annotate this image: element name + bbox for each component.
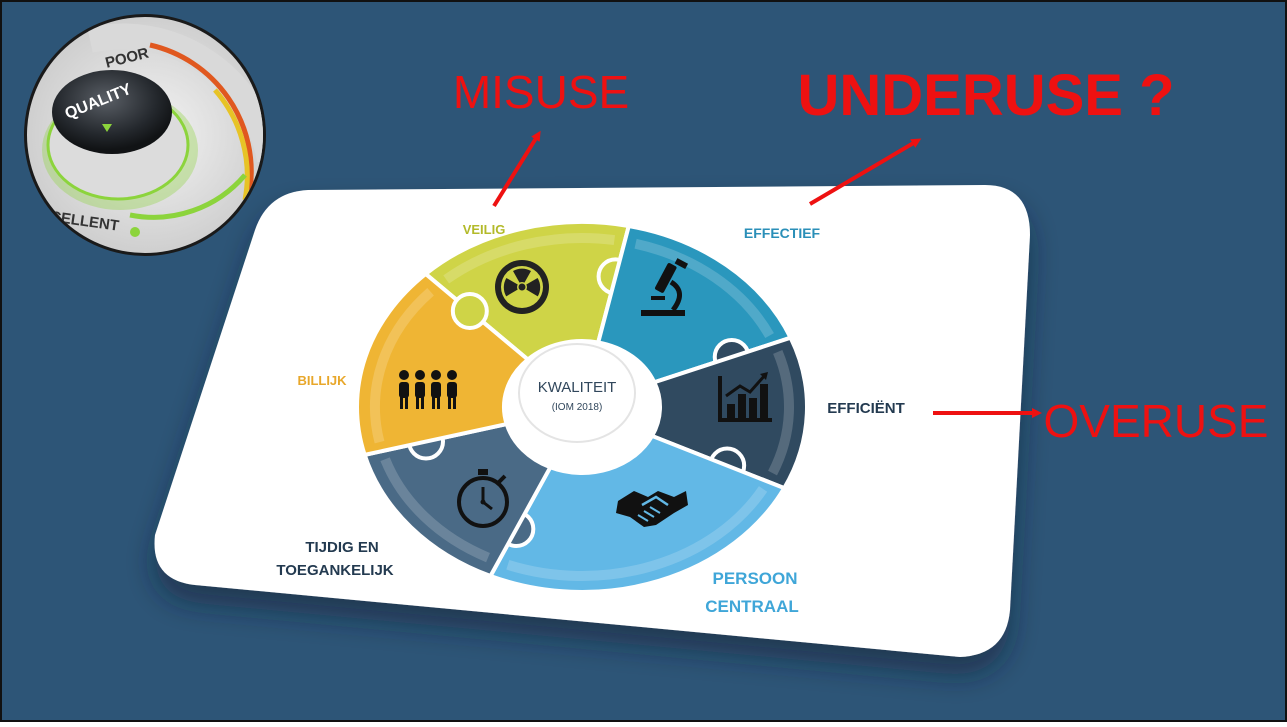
segment-highlight [443,233,616,284]
underuse-arrow [808,138,922,206]
label-effectief: EFFECTIEF [744,225,821,241]
misuse-arrow [492,130,541,208]
segment-billijk [355,271,531,458]
label-billijk: BILLIJK [297,373,347,388]
center-hub: KWALITEIT (IOM 2018) [518,343,636,443]
segment-highlight [768,350,794,476]
label-centraal: CENTRAAL [705,597,799,616]
bar-chart-icon [718,372,772,422]
center-circle [518,343,636,443]
center-title: KWALITEIT [538,379,617,396]
segment-highlight [380,457,490,563]
dial-knob [52,70,172,154]
segment-highlight [506,486,768,581]
segment-highlight [634,238,774,339]
label-persoon: PERSOON [712,569,797,588]
stopwatch-icon [457,469,509,528]
quality-dial: POOR EXCELLENT QUALITY [24,14,266,256]
handshake-icon [616,491,688,527]
quality-puzzle-ring [355,220,809,594]
segment-labels: VEILIG EFFECTIEF EFFICIËNT PERSOON CENTR… [276,222,904,616]
annotation-arrows [492,130,1042,418]
label-veilig: VEILIG [463,222,506,237]
overuse-label: OVERUSE [1044,395,1269,447]
puzzle-tab [450,291,489,330]
people-icon [399,370,457,409]
misuse-label: MISUSE [453,66,629,118]
microscope-icon [641,258,689,316]
label-efficient: EFFICIËNT [827,400,905,417]
label-tijdig: TIJDIG EN [305,539,378,556]
label-toegankelijk: TOEGANKELIJK [276,562,393,579]
underuse-label: UNDERUSE ? [797,63,1174,128]
center-subtitle: (IOM 2018) [552,402,603,413]
segment-highlight [370,287,434,444]
radiation-icon [495,260,549,314]
